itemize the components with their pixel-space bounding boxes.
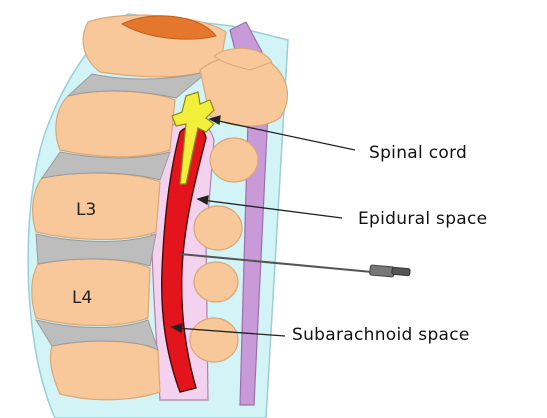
needle-hub — [370, 265, 395, 277]
process-4 — [190, 318, 238, 362]
label-epidural-space: Epidural space — [358, 209, 487, 229]
label-subarachnoid-space: Subarachnoid space — [292, 325, 470, 345]
label-l4: L4 — [72, 288, 92, 308]
vertebra-t12 — [56, 91, 175, 157]
vertebra-l5 — [50, 341, 160, 400]
label-spinal-cord: Spinal cord — [369, 143, 467, 163]
process-1 — [210, 138, 258, 182]
process-2 — [194, 206, 242, 250]
needle-grip — [392, 267, 411, 276]
process-3 — [194, 262, 238, 302]
vertebra-l3 — [33, 173, 160, 239]
label-l3: L3 — [76, 200, 96, 220]
